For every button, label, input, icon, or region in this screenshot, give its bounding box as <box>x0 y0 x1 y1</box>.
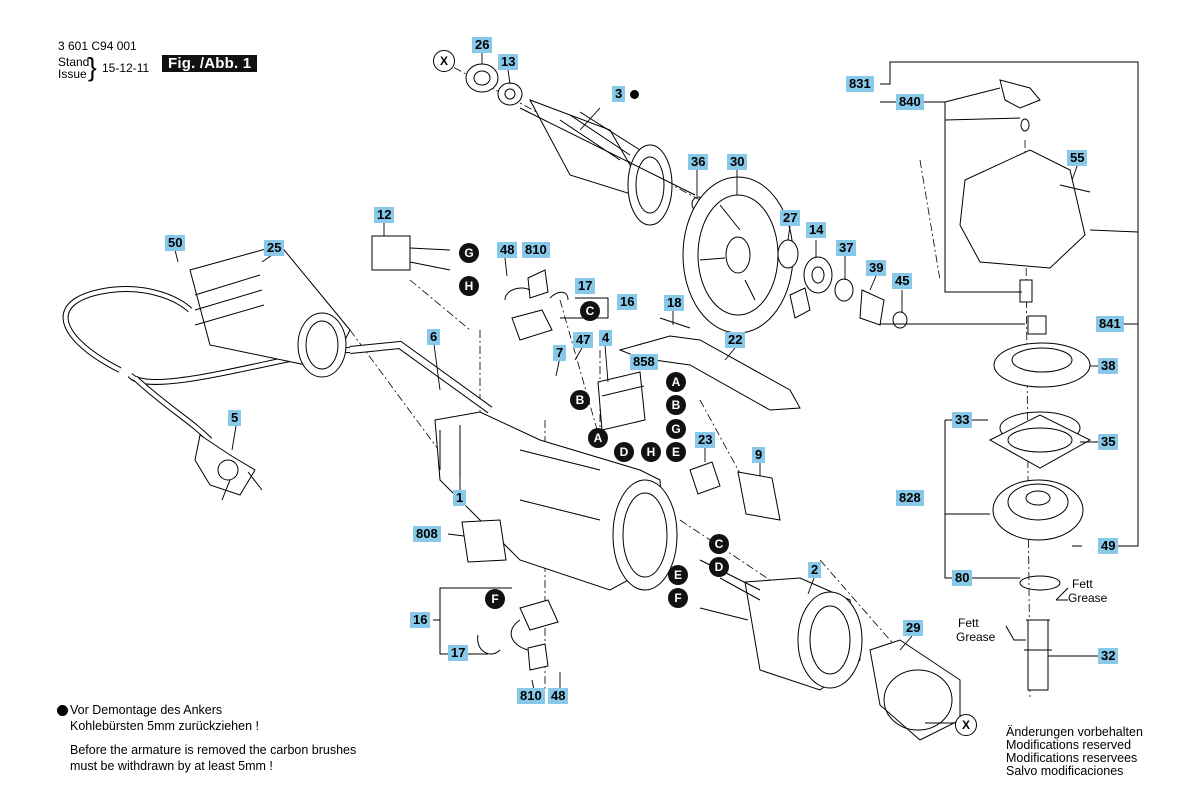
part-label-9: 9 <box>752 447 766 463</box>
connector-d-field: D <box>709 557 729 577</box>
part-label-23: 23 <box>695 432 716 448</box>
part-label-32: 32 <box>1098 648 1119 664</box>
issue-date: 15-12-11 <box>102 61 150 75</box>
part-label-810-top: 810 <box>522 242 550 258</box>
modifications-fr: Modifications reservees <box>1006 751 1138 765</box>
part-label-2: 2 <box>808 562 822 578</box>
issue-label: Issue <box>58 67 87 81</box>
part-label-18: 18 <box>664 295 685 311</box>
part-label-48-top: 48 <box>497 242 518 258</box>
part-label-17-top: 17 <box>575 278 596 294</box>
part-label-37: 37 <box>836 240 857 256</box>
part-label-831: 831 <box>846 76 874 92</box>
connector-a-left: A <box>588 428 608 448</box>
fett-label-lower: Fett <box>958 616 979 630</box>
part-label-39: 39 <box>866 260 887 276</box>
part-label-36: 36 <box>688 154 709 170</box>
armature-drawing <box>519 99 696 226</box>
part-label-6: 6 <box>427 329 441 345</box>
part-label-30: 30 <box>727 154 748 170</box>
part-label-55: 55 <box>1067 150 1088 166</box>
connector-f-brush: F <box>485 589 505 609</box>
connector-f-field: F <box>668 588 688 608</box>
connector-g-switch: G <box>666 419 686 439</box>
connector-x-top: X <box>433 50 455 72</box>
note-bullet <box>57 705 68 716</box>
part-label-35: 35 <box>1098 434 1119 450</box>
part-label-858: 858 <box>630 354 658 370</box>
part-label-80: 80 <box>952 570 973 586</box>
part-label-48-bottom: 48 <box>548 688 569 704</box>
part-label-17-bottom: 17 <box>448 645 469 661</box>
part-label-5: 5 <box>228 410 242 426</box>
connector-h-capacitor: H <box>459 276 479 296</box>
connector-b-switch: B <box>666 395 686 415</box>
gear-head-drawing <box>959 79 1091 335</box>
note-en-line2: must be withdrawn by at least 5mm ! <box>70 759 273 773</box>
part-label-38: 38 <box>1098 358 1119 374</box>
part-label-50: 50 <box>165 235 186 251</box>
housing-cover-drawing <box>189 244 351 378</box>
part-label-25: 25 <box>264 240 285 256</box>
part-label-27: 27 <box>780 210 801 226</box>
switch-drawing <box>597 371 646 431</box>
part-label-47: 47 <box>573 332 594 348</box>
fan-drawing <box>682 176 794 334</box>
part-label-828: 828 <box>896 490 924 506</box>
note-en-line1: Before the armature is removed the carbo… <box>70 743 357 757</box>
connector-h-switch: H <box>641 442 661 462</box>
part-label-13: 13 <box>498 54 519 70</box>
note-de-line1: Vor Demontage des Ankers <box>70 703 223 717</box>
connector-x-guard: X <box>955 714 977 736</box>
document-number: 3 601 C94 001 <box>58 39 137 53</box>
part-label-4: 4 <box>599 330 613 346</box>
field-coil-drawing <box>699 559 863 691</box>
connector-a-switch: A <box>666 372 686 392</box>
part-label-33: 33 <box>952 412 973 428</box>
note-de-line2: Kohlebürsten 5mm zurückziehen ! <box>70 719 259 733</box>
brace-symbol: } <box>88 52 97 82</box>
modifications-es: Salvo modificaciones <box>1006 764 1124 778</box>
part-label-1: 1 <box>453 490 467 506</box>
leader-lines <box>174 52 1100 724</box>
part-label-22: 22 <box>725 332 746 348</box>
part-label-49: 49 <box>1098 538 1119 554</box>
part-label-16-bottom: 16 <box>410 612 431 628</box>
motor-housing-drawing <box>434 411 678 591</box>
part-label-840: 840 <box>896 94 924 110</box>
part-label-810-bottom: 810 <box>517 688 545 704</box>
part-label-29: 29 <box>903 620 924 636</box>
connector-e-field: E <box>668 565 688 585</box>
part-label-26: 26 <box>472 37 493 53</box>
grease-label-lower: Grease <box>956 630 996 644</box>
part-label-14: 14 <box>806 222 827 238</box>
modifications-en: Modifications reserved <box>1006 738 1132 752</box>
connector-e-switch: E <box>666 442 686 462</box>
connector-c-upper: C <box>580 301 600 321</box>
part-label-12: 12 <box>374 207 395 223</box>
part-label-16-top: 16 <box>617 294 638 310</box>
stand-label: Stand <box>58 55 90 69</box>
armature-note-dot <box>630 90 639 99</box>
part-label-841: 841 <box>1096 316 1124 332</box>
capacitor-drawing <box>371 235 451 271</box>
part-label-3: 3 <box>612 86 626 102</box>
figure-title: Fig. /Abb. 1 <box>162 55 258 72</box>
connector-g-capacitor: G <box>459 243 479 263</box>
connector-c-field: C <box>709 534 729 554</box>
part-label-808: 808 <box>413 526 441 542</box>
power-cord-drawing <box>62 286 493 501</box>
part-label-45: 45 <box>892 273 913 289</box>
part-label-7: 7 <box>553 345 567 361</box>
connector-d-switch: D <box>614 442 634 462</box>
modifications-de: Änderungen vorbehalten <box>1006 725 1143 739</box>
fett-label-upper: Fett <box>1072 577 1093 591</box>
guard-drawing <box>869 639 961 741</box>
grease-label-upper: Grease <box>1068 591 1108 605</box>
connector-b-left: B <box>570 390 590 410</box>
